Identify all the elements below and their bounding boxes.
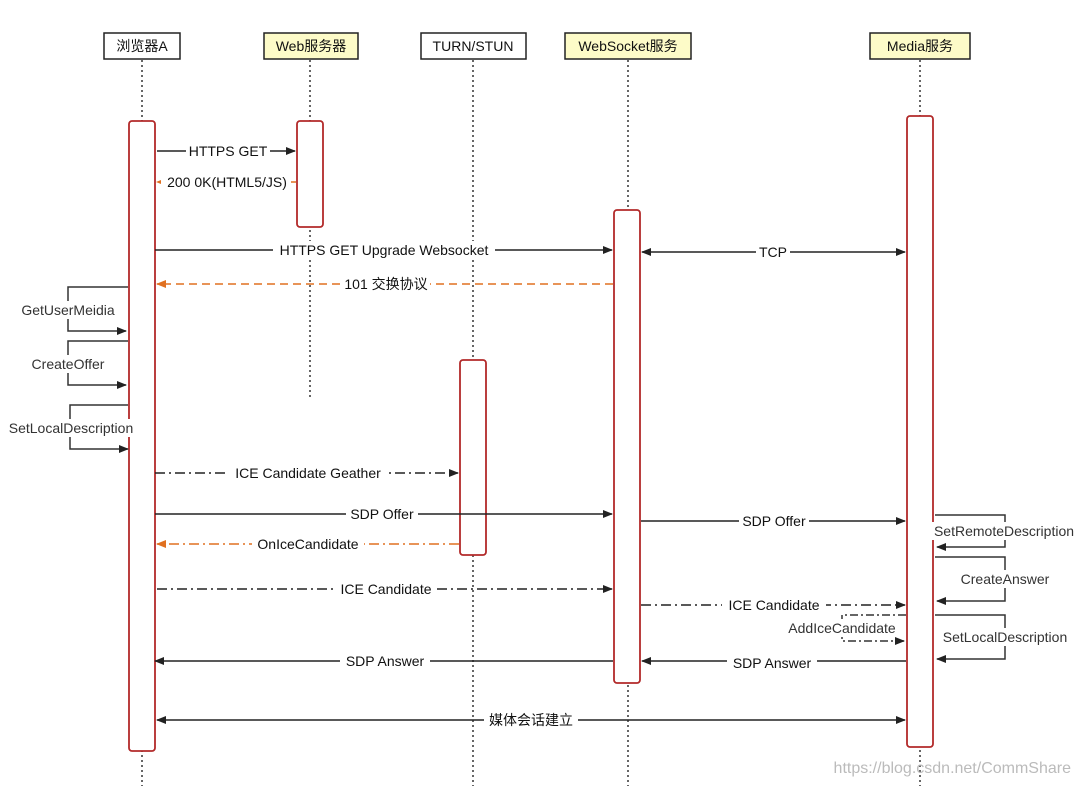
- message-label: ICE Candidate: [728, 597, 819, 613]
- self-call-label: AddIceCandidate: [788, 620, 896, 636]
- participant-label: Web服务器: [276, 38, 347, 54]
- message-label: SDP Answer: [733, 655, 812, 671]
- message-label: SDP Offer: [350, 506, 414, 522]
- message-sdp-offer-browser: SDP Offer: [155, 505, 613, 523]
- message-label: HTTPS GET: [189, 143, 268, 159]
- self-call-set-remote-description: SetRemoteDescription: [930, 514, 1078, 551]
- participant-label: TURN/STUN: [433, 38, 514, 54]
- message-label: SDP Offer: [742, 513, 806, 529]
- message-media-session: 媒体会话建立: [156, 711, 906, 729]
- participant-websocket: WebSocket服务: [564, 32, 692, 60]
- message-sdp-answer-media: SDP Answer: [641, 654, 906, 672]
- message-on-ice-candidate: OnIceCandidate: [156, 535, 459, 553]
- message-200-ok: 200 0K(HTML5/JS): [156, 173, 296, 191]
- message-sdp-answer-websocket: SDP Answer: [154, 652, 613, 670]
- message-label: 媒体会话建立: [489, 712, 573, 728]
- participant-web-server: Web服务器: [263, 32, 359, 60]
- activation-web-server: [296, 120, 324, 228]
- message-label: 200 0K(HTML5/JS): [167, 174, 287, 190]
- self-call-label: SetRemoteDescription: [934, 523, 1074, 539]
- watermark-text: https://blog.csdn.net/CommShare: [834, 760, 1072, 777]
- message-label: SDP Answer: [346, 653, 425, 669]
- self-call-label: GetUserMeidia: [21, 302, 115, 318]
- self-call-add-ice-candidate: AddIceCandidate: [783, 614, 906, 645]
- participant-browser: 浏览器A: [103, 32, 181, 60]
- message-https-upgrade: HTTPS GET Upgrade Websocket: [155, 241, 613, 259]
- message-label: ICE Candidate: [340, 581, 431, 597]
- self-call-set-local-description-media: SetLocalDescription: [935, 614, 1074, 663]
- self-call-create-answer: CreateAnswer: [935, 556, 1054, 605]
- self-call-label: CreateAnswer: [961, 571, 1050, 587]
- self-call-create-offer: CreateOffer: [26, 340, 128, 389]
- activation-websocket: [613, 209, 641, 684]
- self-call-get-user-media: GetUserMeidia: [18, 286, 128, 335]
- activation-media: [906, 115, 934, 748]
- participant-label: 浏览器A: [116, 38, 168, 54]
- message-ice-gather: ICE Candidate Geather: [155, 464, 459, 482]
- message-ice-candidate-websocket: ICE Candidate: [641, 596, 906, 614]
- message-label: OnIceCandidate: [257, 536, 358, 552]
- participant-label: WebSocket服务: [578, 38, 677, 54]
- message-label: ICE Candidate Geather: [235, 465, 381, 481]
- message-101-switch: 101 交换协议: [156, 275, 613, 293]
- message-label: 101 交换协议: [344, 276, 427, 292]
- participant-media: Media服务: [869, 32, 971, 60]
- message-https-get: HTTPS GET: [157, 142, 296, 160]
- message-tcp: TCP: [641, 243, 906, 261]
- message-label: HTTPS GET Upgrade Websocket: [280, 242, 489, 258]
- message-label: TCP: [759, 244, 787, 260]
- self-call-label: SetLocalDescription: [943, 629, 1068, 645]
- activation-turn-stun: [459, 359, 487, 556]
- participant-turn-stun: TURN/STUN: [420, 32, 527, 60]
- self-call-label: SetLocalDescription: [9, 420, 134, 436]
- self-call-label: CreateOffer: [32, 356, 105, 372]
- message-sdp-offer-websocket: SDP Offer: [641, 512, 906, 530]
- self-call-set-local-description-browser: SetLocalDescription: [4, 404, 138, 453]
- message-ice-candidate-browser: ICE Candidate: [157, 580, 613, 598]
- participant-label: Media服务: [887, 38, 953, 54]
